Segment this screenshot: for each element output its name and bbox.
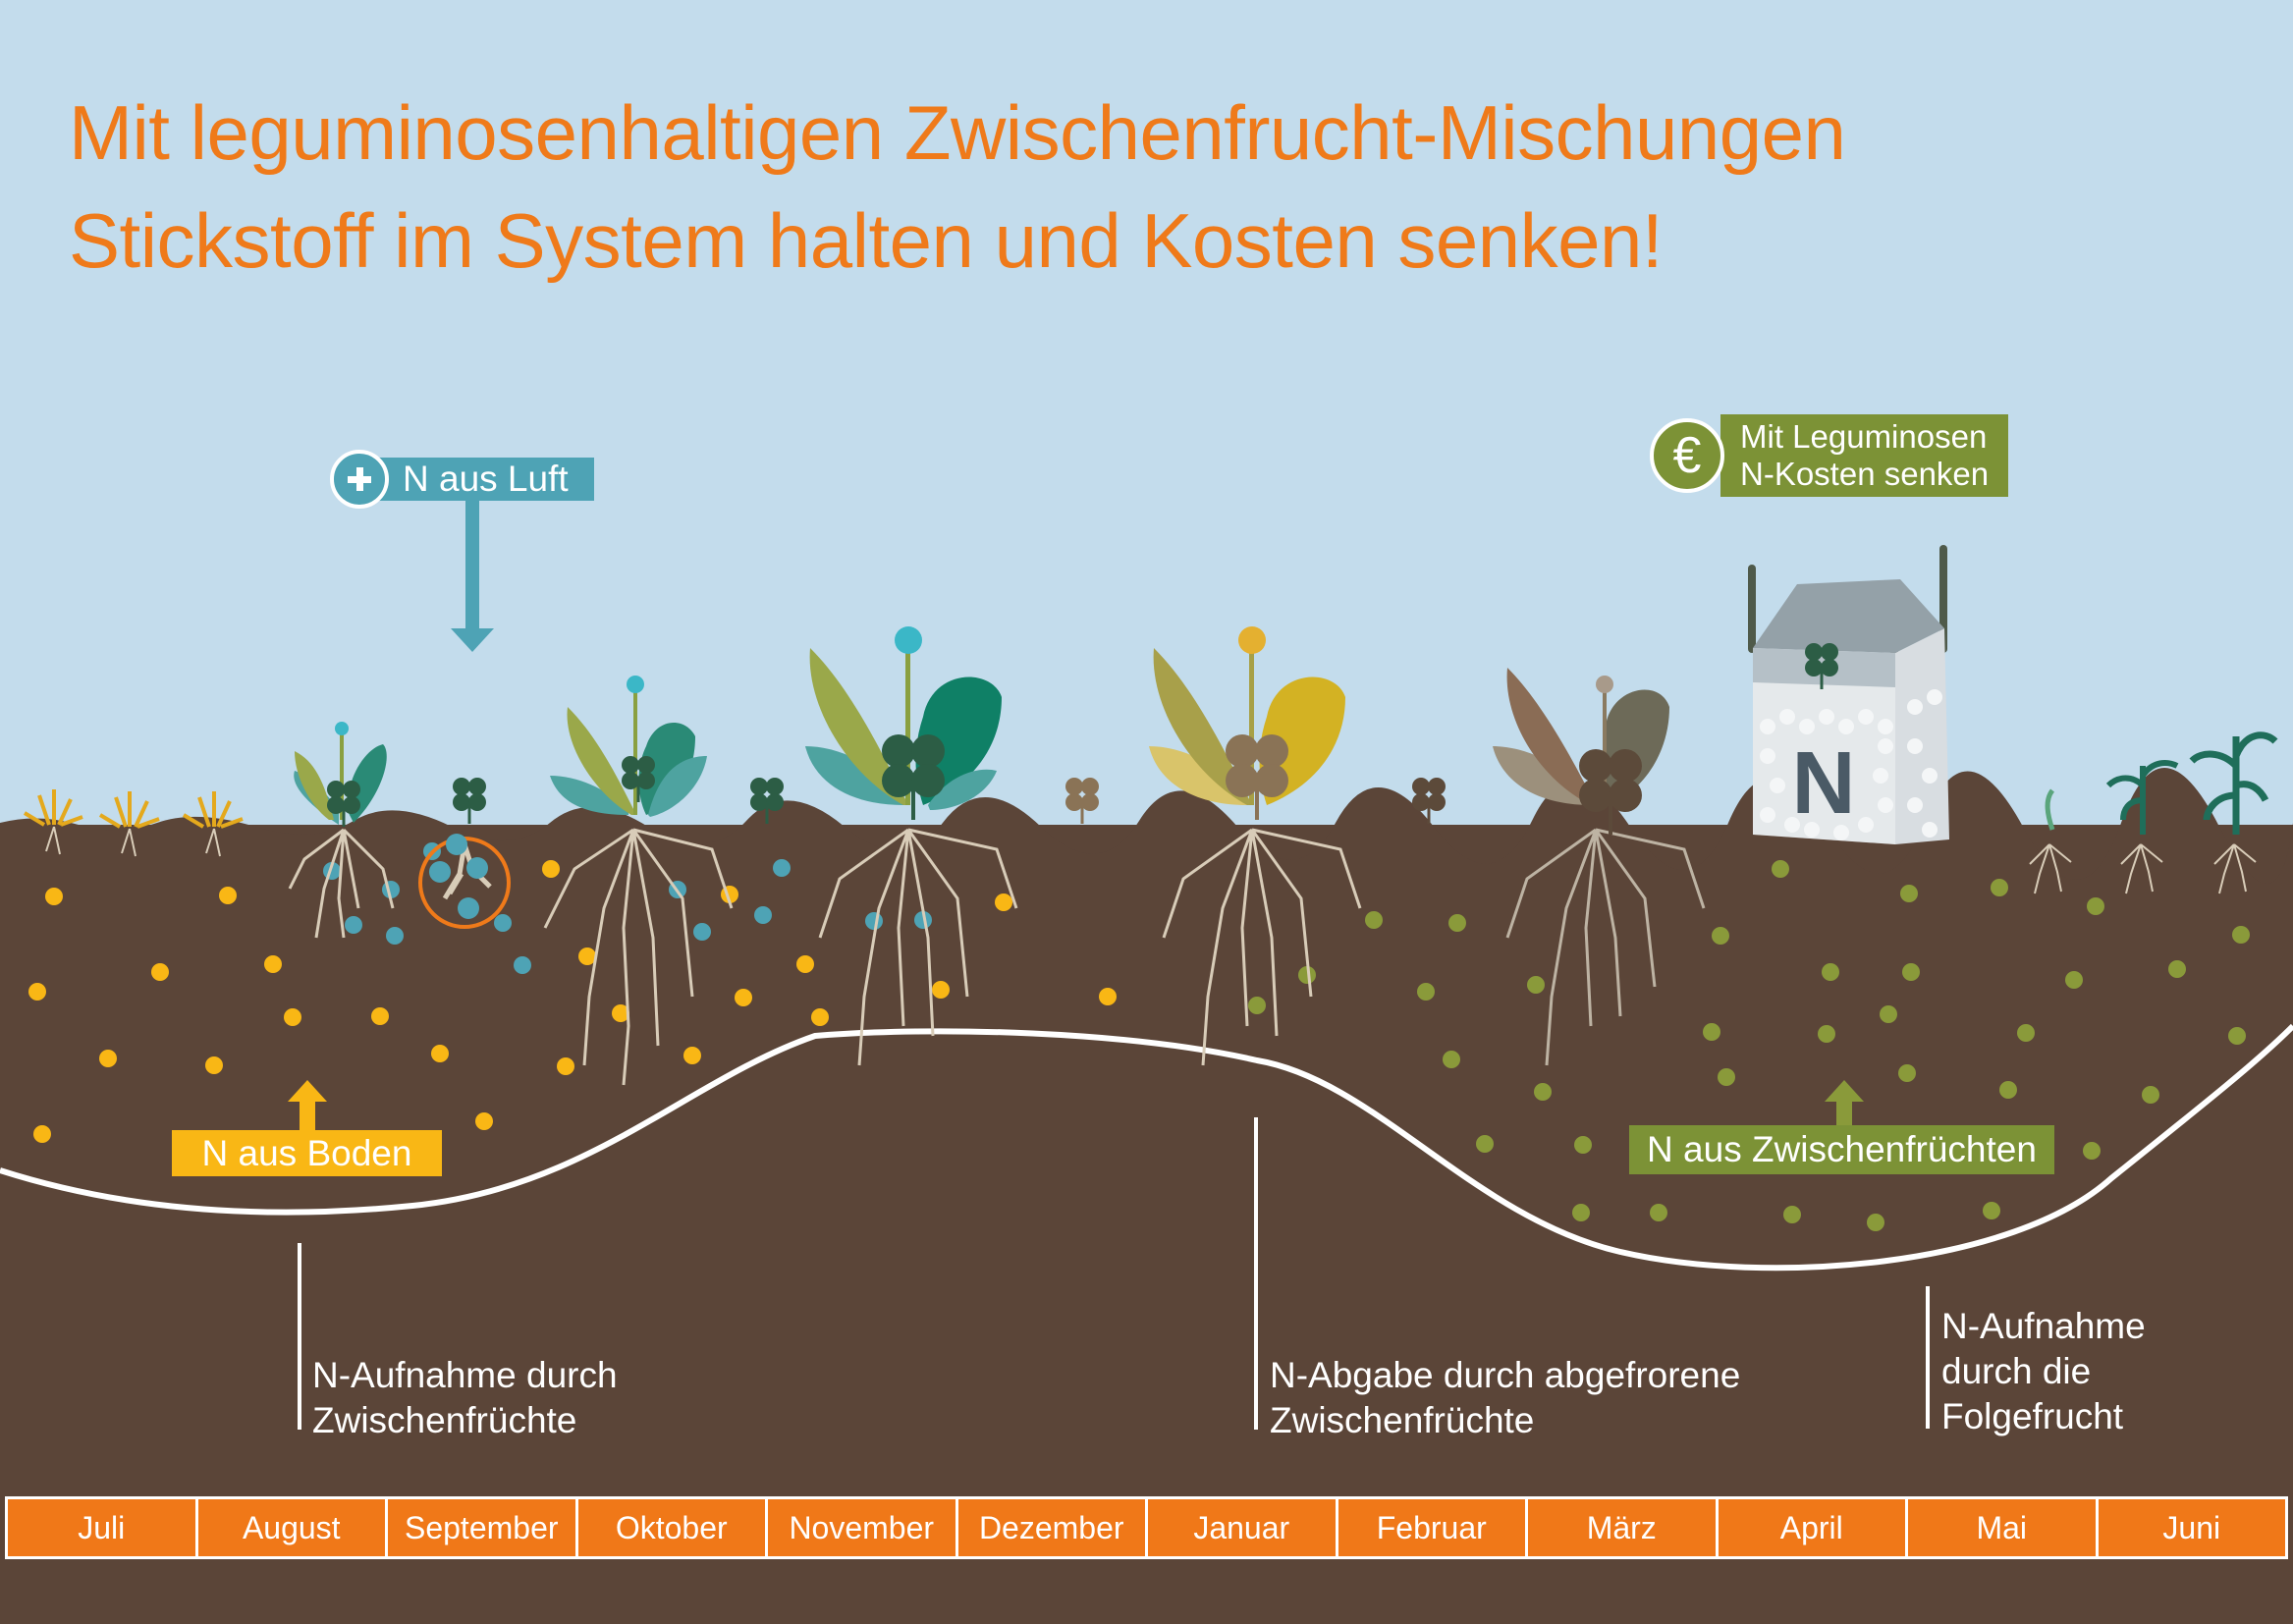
plant-dezember [1149, 626, 1362, 1066]
seedling-roots [45, 826, 221, 857]
label-cost-line1: Mit Leguminosen [1740, 418, 1988, 455]
label-n-soil: N aus Boden [172, 1130, 442, 1176]
month-2: August [198, 1499, 388, 1556]
plant-september [543, 676, 734, 1086]
note-uptake-follow-line3: Folgefrucht [1941, 1396, 2124, 1436]
note-uptake-catch-line1: N-Aufnahme durch [312, 1355, 618, 1395]
soil [0, 767, 2293, 1624]
fertilizer-bag [1748, 545, 1949, 844]
soil-n-dots [28, 860, 1117, 1143]
month-4: Oktober [578, 1499, 768, 1556]
label-cost: € Mit Leguminosen N-Kosten senken [1650, 414, 2009, 497]
label-cost-line2: N-Kosten senken [1740, 456, 1990, 492]
note-uptake-follow: N-Aufnahme durch die Folgefrucht [1941, 1304, 2146, 1439]
note-release-line1: N-Abgabe durch abgefrorene [1270, 1355, 1741, 1395]
month-3: September [388, 1499, 578, 1556]
follow-crop [2029, 731, 2278, 894]
n-level-curve [0, 1023, 2293, 1272]
plant-februar [1493, 668, 1706, 1066]
month-6: Dezember [958, 1499, 1148, 1556]
note-divider [298, 1243, 301, 1430]
label-n-catch: N aus Zwischenfrüchten [1629, 1125, 2054, 1174]
month-1: Juli [8, 1499, 198, 1556]
note-release: N-Abgabe durch abgefrorene Zwischenfrüch… [1270, 1353, 1740, 1443]
catch-arrow [1825, 1080, 1864, 1127]
month-7: Januar [1148, 1499, 1338, 1556]
plant-august [288, 722, 395, 939]
seedlings [23, 789, 244, 829]
month-9: März [1528, 1499, 1719, 1556]
note-uptake-catch-line2: Zwischenfrüchte [312, 1400, 577, 1440]
label-n-air: N aus Luft [330, 450, 594, 509]
month-10: April [1719, 1499, 1908, 1556]
bag-letter: N [1792, 734, 1856, 833]
air-arrow [451, 491, 494, 652]
month-8: Februar [1338, 1499, 1528, 1556]
note-divider [1926, 1286, 1930, 1429]
month-5: November [768, 1499, 958, 1556]
plant-oktober [805, 626, 1018, 1066]
note-uptake-follow-line1: N-Aufnahme [1941, 1306, 2146, 1346]
title-line-1: Mit leguminosenhaltigen Zwischenfrucht-M… [69, 89, 1846, 176]
note-uptake-follow-line2: durch die [1941, 1351, 2092, 1391]
soil-arrow [288, 1080, 327, 1131]
title-line-2: Stickstoff im System halten und Kosten s… [69, 197, 1664, 284]
euro-icon: € [1650, 418, 1724, 493]
note-release-line2: Zwischenfrüchte [1270, 1400, 1535, 1440]
catch-n-dots [1248, 860, 2250, 1231]
note-divider [1254, 1117, 1258, 1430]
nodule-highlight [418, 834, 511, 929]
plus-icon [330, 450, 389, 509]
label-n-air-text: N aus Luft [377, 458, 594, 501]
note-uptake-catch: N-Aufnahme durch Zwischenfrüchte [312, 1353, 618, 1443]
month-12: Juni [2162, 1509, 2221, 1545]
month-11: Mai [1908, 1499, 2099, 1556]
